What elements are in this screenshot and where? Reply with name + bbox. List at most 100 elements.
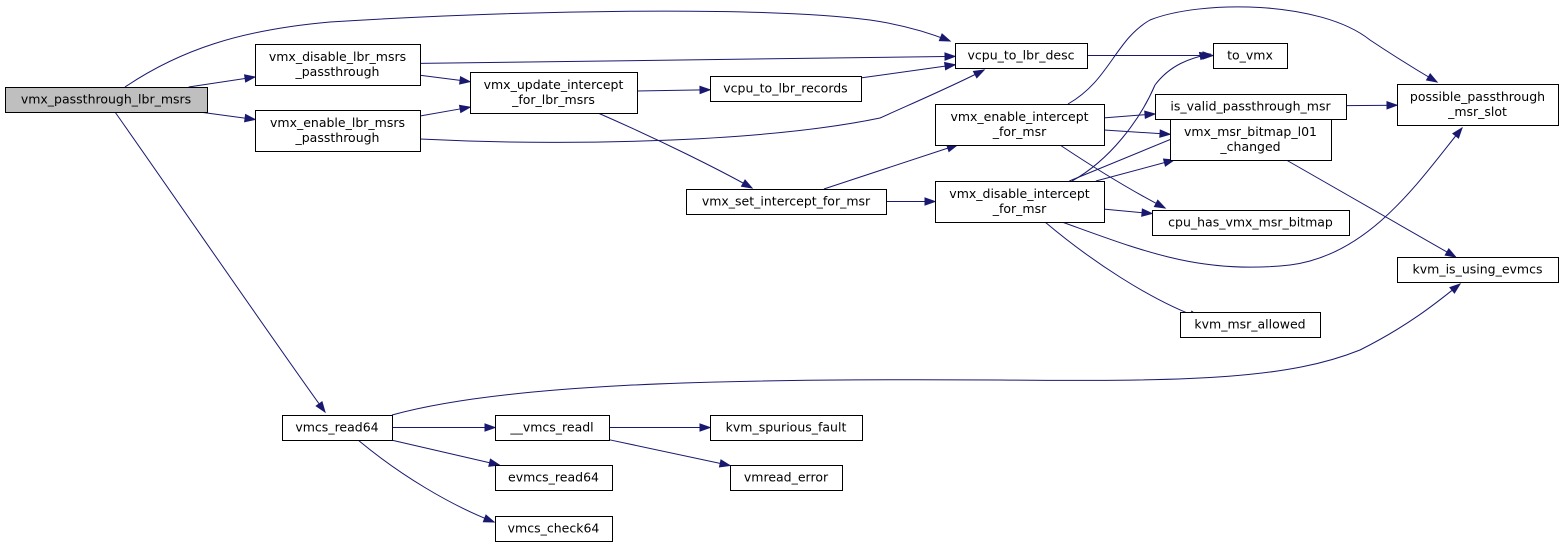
node-box[interactable] — [1152, 210, 1350, 236]
edge-arrowhead — [1449, 283, 1462, 294]
node-vmx_enable_lbr_msrs_passthrough[interactable]: vmx_enable_lbr_msrs_passthrough — [255, 110, 421, 152]
edge-line — [1061, 127, 1463, 268]
node-kvm_msr_allowed[interactable]: kvm_msr_allowed — [1180, 312, 1321, 338]
node-box[interactable] — [1155, 94, 1347, 120]
edge-arrowhead — [924, 197, 937, 206]
node-box[interactable] — [470, 72, 638, 114]
edge-line — [608, 439, 731, 467]
edge-arrowhead — [1386, 100, 1399, 110]
node-box[interactable] — [1180, 312, 1321, 338]
node-box[interactable] — [282, 415, 393, 441]
node-vmcs_read64[interactable]: vmcs_read64 — [282, 415, 393, 441]
edge-__vmcs_readl-to-kvm_spurious_fault — [609, 423, 712, 432]
edge-line — [188, 76, 256, 88]
edge-arrowhead — [699, 85, 712, 95]
edge-arrowhead — [243, 74, 257, 83]
nodes-layer: vmx_passthrough_lbr_msrs vmx_disable_lbr_… — [5, 43, 1559, 542]
edge-vmx_update_intercept_for_lbr_msrs-to-vmx_set_intercept_for_msr — [597, 112, 754, 189]
edge-vmx_enable_intercept_for_msr-to-is_valid_passthrough_msr — [1103, 110, 1157, 120]
node-kvm_spurious_fault[interactable]: kvm_spurious_fault — [710, 415, 863, 441]
node-label: cpu_has_vmx_msr_bitmap — [1168, 215, 1333, 230]
node-is_valid_passthrough_msr[interactable]: is_valid_passthrough_msr — [1155, 94, 1347, 120]
edge-arrowhead — [1141, 208, 1154, 217]
node-label: _passthrough — [295, 64, 380, 79]
edge-vmcs_read64-to-__vmcs_readl — [392, 423, 497, 432]
node-label: vmx_disable_lbr_msrs — [269, 49, 406, 64]
node-evmcs_read64[interactable]: evmcs_read64 — [495, 465, 613, 491]
edge-vmx_set_intercept_for_msr-to-vmx_enable_intercept_for_msr — [823, 144, 959, 190]
node-box[interactable] — [495, 415, 610, 441]
node-vmx_set_intercept_for_msr[interactable]: vmx_set_intercept_for_msr — [686, 189, 887, 215]
node-__vmcs_readl[interactable]: __vmcs_readl — [495, 415, 610, 441]
edge-arrowhead — [1198, 51, 1212, 61]
node-box[interactable] — [935, 181, 1105, 223]
node-kvm_is_using_evmcs[interactable]: kvm_is_using_evmcs — [1397, 257, 1559, 283]
edge-vmcs_read64-to-vmcs_check64 — [357, 439, 496, 523]
node-box[interactable] — [495, 516, 613, 542]
node-vmread_error[interactable]: vmread_error — [730, 465, 843, 491]
edge-line — [1103, 129, 1171, 135]
edge-arrowhead — [740, 179, 754, 189]
node-vmcs_check64[interactable]: vmcs_check64 — [495, 516, 613, 542]
node-label: vmx_msr_bitmap_l01 — [1184, 124, 1317, 139]
node-box[interactable] — [1397, 84, 1559, 126]
edge-line — [1071, 53, 1211, 182]
node-label: to_vmx — [1227, 48, 1273, 63]
node-label: possible_passthrough — [1410, 89, 1545, 104]
node-box[interactable] — [5, 87, 208, 113]
edge-line — [419, 69, 985, 143]
edge-arrowhead — [972, 69, 986, 79]
edge-is_valid_passthrough_msr-to-possible_passthrough_msr_slot — [1345, 100, 1399, 110]
node-vmx_disable_intercept_for_msr[interactable]: vmx_disable_intercept_for_msr — [935, 181, 1105, 223]
edge-arrowhead — [1144, 110, 1157, 120]
edge-vmx_disable_intercept_for_msr-to-vmx_msr_bitmap_l01_changed — [1095, 158, 1176, 182]
node-box[interactable] — [686, 189, 887, 215]
node-box[interactable] — [710, 415, 863, 441]
node-possible_passthrough_msr_slot[interactable]: possible_passthrough_msr_slot — [1397, 84, 1559, 126]
node-box[interactable] — [730, 465, 843, 491]
node-vcpu_to_lbr_desc[interactable]: vcpu_to_lbr_desc — [955, 43, 1088, 69]
node-vmx_update_intercept_for_lbr_msrs[interactable]: vmx_update_intercept_for_lbr_msrs — [470, 72, 638, 114]
edge-line — [391, 283, 1461, 416]
node-box[interactable] — [1397, 257, 1559, 283]
edge-line — [636, 89, 711, 92]
node-vmx_passthrough_lbr_msrs[interactable]: vmx_passthrough_lbr_msrs — [5, 87, 208, 113]
node-label: vmcs_read64 — [295, 420, 378, 435]
edge-vmx_enable_intercept_for_msr-to-possible_passthrough_msr_slot — [1067, 6, 1439, 105]
node-box[interactable] — [1170, 119, 1332, 161]
node-vcpu_to_lbr_records[interactable]: vcpu_to_lbr_records — [710, 76, 862, 102]
edge-vmx_disable_intercept_for_msr-to-to_vmx — [1071, 51, 1212, 182]
node-vmx_enable_intercept_for_msr[interactable]: vmx_enable_intercept_for_msr — [935, 104, 1105, 146]
node-box[interactable] — [255, 110, 421, 152]
edge-vmx_passthrough_lbr_msrs-to-vmx_disable_lbr_msrs_passthrough — [188, 74, 257, 88]
edge-vmx_update_intercept_for_lbr_msrs-to-vcpu_to_lbr_records — [636, 85, 712, 95]
edge-vmx_passthrough_lbr_msrs-to-vmx_enable_lbr_msrs_passthrough — [199, 111, 257, 123]
node-to_vmx[interactable]: to_vmx — [1213, 43, 1288, 69]
node-box[interactable] — [1213, 43, 1288, 69]
edge-arrowhead — [1452, 126, 1463, 139]
node-vmx_disable_lbr_msrs_passthrough[interactable]: vmx_disable_lbr_msrs_passthrough — [255, 44, 421, 86]
edge-vmx_passthrough_lbr_msrs-to-vcpu_to_lbr_desc — [124, 10, 952, 88]
node-cpu_has_vmx_msr_bitmap[interactable]: cpu_has_vmx_msr_bitmap — [1152, 210, 1350, 236]
edge-line — [419, 55, 956, 64]
node-label: _for_lbr_msrs — [511, 92, 595, 107]
node-box[interactable] — [710, 76, 862, 102]
node-vmx_msr_bitmap_l01_changed[interactable]: vmx_msr_bitmap_l01_changed — [1170, 119, 1332, 161]
edge-arrowhead — [1444, 248, 1457, 258]
node-box[interactable] — [495, 465, 613, 491]
edge-arrowhead — [482, 514, 496, 523]
edge-arrowhead — [315, 400, 326, 414]
node-label: kvm_msr_allowed — [1194, 317, 1305, 332]
node-box[interactable] — [955, 43, 1088, 69]
edge-vmx_disable_lbr_msrs_passthrough-to-vcpu_to_lbr_desc — [419, 52, 957, 64]
edge-arrowhead — [1425, 72, 1439, 83]
edge-line — [860, 64, 956, 79]
node-box[interactable] — [935, 104, 1105, 146]
node-box[interactable] — [255, 44, 421, 86]
node-label: evmcs_read64 — [508, 470, 599, 485]
node-label: vmx_disable_intercept — [949, 186, 1089, 201]
edge-vmcs_read64-to-evmcs_read64 — [391, 439, 501, 467]
edge-line — [823, 144, 958, 190]
node-label: vmx_set_intercept_for_msr — [702, 194, 871, 209]
